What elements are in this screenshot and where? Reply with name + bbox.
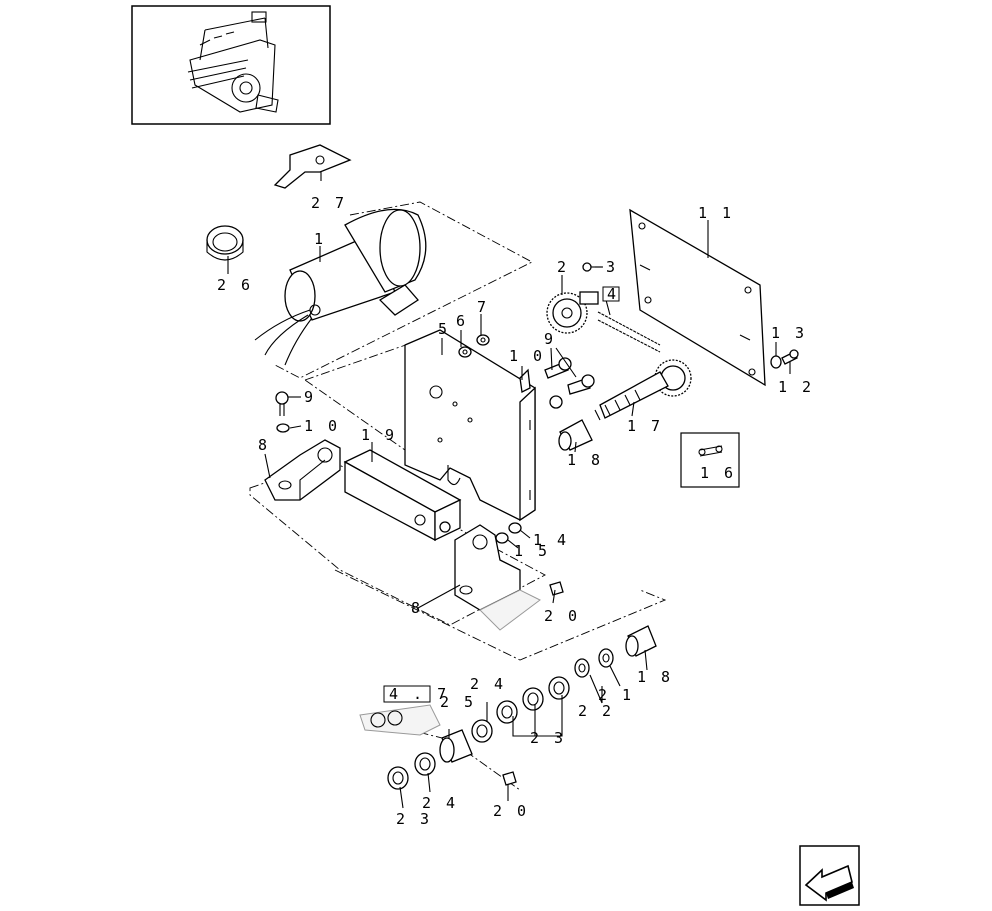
callout-2: 2 xyxy=(557,258,569,276)
callout-25: 2 5 xyxy=(440,693,476,711)
callout-18-lower: 1 8 xyxy=(637,668,673,686)
callout-17: 1 7 xyxy=(627,417,663,435)
callout-11: 1 1 xyxy=(698,204,734,222)
part-9-bolt-left[interactable] xyxy=(275,391,289,416)
callout-20-lower: 2 0 xyxy=(493,802,529,820)
part-4-chain[interactable] xyxy=(597,311,661,353)
callout-23-lower: 2 3 xyxy=(396,810,432,828)
previous-page-button[interactable] xyxy=(799,845,860,906)
part-5-support-plate[interactable] xyxy=(404,329,536,522)
washer-upper-2[interactable] xyxy=(549,395,563,409)
part-8-bracket-lower[interactable] xyxy=(454,524,541,631)
callout-9-upper: 9 xyxy=(544,330,556,348)
callout-24-lower: 2 4 xyxy=(422,794,458,812)
part-3-bolt[interactable] xyxy=(582,262,602,272)
callout-10-upper: 1 0 xyxy=(509,347,545,365)
part-11-mounting-plate[interactable] xyxy=(629,208,766,387)
part-1-motor[interactable] xyxy=(254,208,427,366)
linkage-reference-ghost xyxy=(359,704,441,736)
part-10-washer-left[interactable] xyxy=(276,423,290,433)
part-18-bushing-lower[interactable] xyxy=(625,625,657,657)
callout-3: 3 xyxy=(606,258,618,276)
leader-lines xyxy=(227,172,791,809)
part-22-washer[interactable] xyxy=(574,658,590,678)
callout-12: 1 2 xyxy=(778,378,814,396)
callout-26: 2 6 xyxy=(217,276,253,294)
callout-18-upper: 1 8 xyxy=(567,451,603,469)
callout-7: 7 xyxy=(477,298,489,316)
part-24-nut-upper[interactable] xyxy=(471,719,493,743)
part-12-bolt[interactable] xyxy=(781,349,799,365)
callout-23-upper: 2 3 xyxy=(530,729,566,747)
part-14-washer[interactable] xyxy=(508,522,522,534)
part-7-nut[interactable] xyxy=(476,334,490,346)
part-20-bolt-lower[interactable] xyxy=(502,771,517,786)
part-15-nut[interactable] xyxy=(495,532,509,544)
previous-page-arrow-icon xyxy=(804,864,854,902)
assembly-thumbnail[interactable] xyxy=(131,5,331,125)
part-23-nuts-upper[interactable] xyxy=(496,676,570,724)
callout-labels: 2 7 2 6 1 1 1 2 3 5 6 7 1 3 1 2 1 0 9 9 … xyxy=(217,194,814,828)
part-18-bushing-upper[interactable] xyxy=(558,419,593,451)
part-17-shaft[interactable] xyxy=(594,359,692,421)
callout-1: 1 xyxy=(314,230,326,248)
callout-21: 2 1 xyxy=(598,686,634,704)
part-6-washer[interactable] xyxy=(458,346,472,358)
part-26-clamp[interactable] xyxy=(206,225,244,261)
callout-20-upper: 2 0 xyxy=(544,607,580,625)
baler-assembly-thumbnail-icon xyxy=(187,11,279,113)
callout-27: 2 7 xyxy=(311,194,347,212)
callout-10-left: 1 0 xyxy=(304,417,340,435)
callout-8-upper: 8 xyxy=(258,436,270,454)
reference-box-4-7[interactable]: 4 . 7 xyxy=(383,685,449,703)
part-8-bracket-upper[interactable] xyxy=(264,439,341,501)
part-27-bracket[interactable] xyxy=(273,144,352,189)
reference-box-4[interactable]: 4 xyxy=(602,285,620,303)
part-13-washer[interactable] xyxy=(770,355,782,369)
callout-19: 1 9 xyxy=(361,426,397,444)
callout-6: 6 xyxy=(456,312,468,330)
callout-13: 1 3 xyxy=(771,324,807,342)
reference-box-4-7-label: 4 . 7 xyxy=(389,685,449,703)
part-19-bar[interactable] xyxy=(343,449,462,542)
part-20-bolt-upper[interactable] xyxy=(549,581,564,596)
part-16-chain-link-box[interactable] xyxy=(680,432,740,488)
part-9-bolts[interactable] xyxy=(544,357,595,395)
part-24-nut-lower[interactable] xyxy=(414,752,436,776)
callout-15: 1 5 xyxy=(514,542,550,560)
dashed-outlines xyxy=(249,201,667,791)
callout-14: 1 4 xyxy=(533,531,569,549)
part-2-sprocket[interactable] xyxy=(546,291,599,334)
callout-5: 5 xyxy=(438,320,450,338)
part-23-nut-lower[interactable] xyxy=(387,766,409,790)
part-21-washer[interactable] xyxy=(598,648,614,668)
part-25-shaft[interactable] xyxy=(439,729,473,763)
reference-box-4-label: 4 xyxy=(607,285,619,303)
callout-24-upper: 2 4 xyxy=(470,675,506,693)
callout-9-left: 9 xyxy=(304,388,316,406)
callout-16: 1 6 xyxy=(700,464,736,482)
callout-8-lower: 8 xyxy=(411,599,423,617)
callout-22: 2 2 xyxy=(578,702,614,720)
